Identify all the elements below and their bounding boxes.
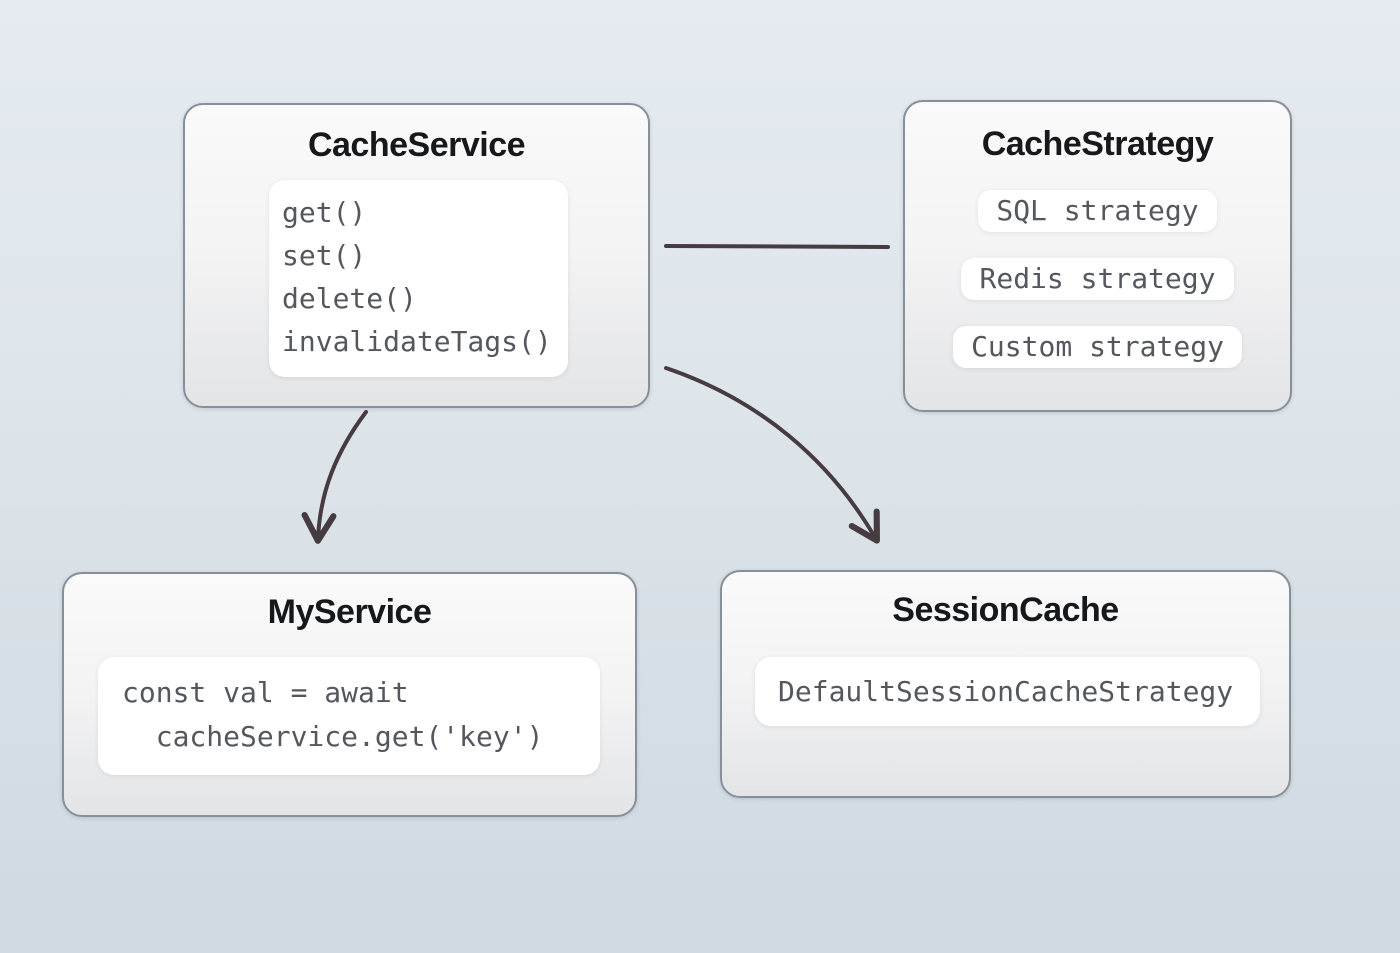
edge-cacheservice-cachestrategy — [664, 244, 890, 249]
pill-redis-strategy: Redis strategy — [961, 258, 1234, 300]
default-session-cache-strategy-label: DefaultSessionCacheStrategy — [778, 675, 1234, 708]
cache-service-title: CacheService — [307, 126, 526, 164]
code-line-1: const val = await — [122, 676, 409, 709]
session-cache-strategy-box: DefaultSessionCacheStrategy — [755, 657, 1260, 726]
my-service-title: MyService — [267, 593, 432, 631]
node-my-service: MyService const val = await cacheService… — [62, 572, 637, 817]
pill-sql-strategy: SQL strategy — [978, 190, 1217, 232]
edge-cacheservice-myservice-arrow — [301, 410, 368, 544]
node-session-cache: SessionCache DefaultSessionCacheStrategy — [720, 570, 1291, 798]
edge-cacheservice-sessioncache-arrow — [664, 366, 880, 544]
session-cache-title: SessionCache — [892, 591, 1119, 629]
cache-strategy-title: CacheStrategy — [981, 125, 1214, 163]
my-service-code-block: const val = await cacheService.get('key'… — [98, 657, 600, 775]
pill-custom-strategy: Custom strategy — [953, 326, 1242, 368]
method-set: set() — [282, 239, 367, 272]
node-cache-strategy: CacheStrategy SQL strategy Redis strateg… — [903, 100, 1292, 412]
method-delete: delete() — [282, 282, 417, 315]
cache-service-method-list: get() set() delete() invalidateTags() — [269, 180, 568, 377]
code-line-2: cacheService.get('key') — [122, 720, 544, 753]
method-invalidate-tags: invalidateTags() — [282, 325, 552, 358]
method-get: get() — [282, 196, 367, 229]
node-cache-service: CacheService get() set() delete() invali… — [183, 103, 650, 408]
